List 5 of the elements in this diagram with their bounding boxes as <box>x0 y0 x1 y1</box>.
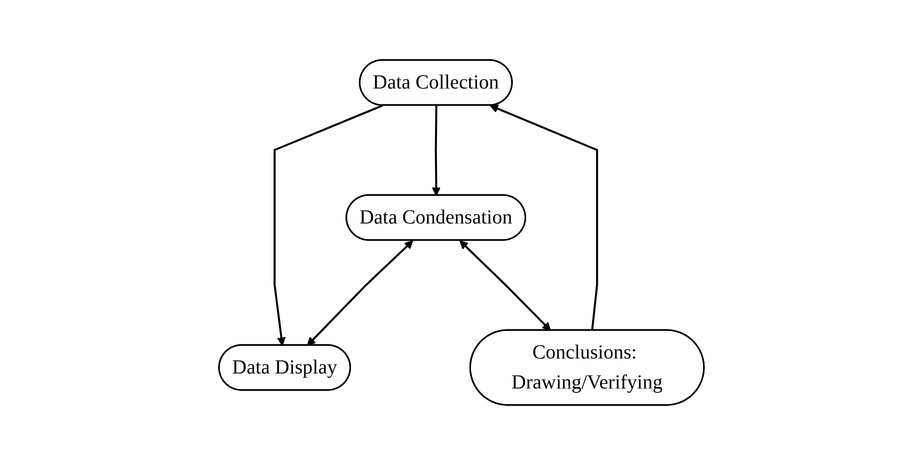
arrow <box>459 240 550 331</box>
arrow <box>431 105 440 196</box>
arrow <box>273 104 383 346</box>
arrow <box>489 104 598 331</box>
arrow <box>306 240 413 346</box>
